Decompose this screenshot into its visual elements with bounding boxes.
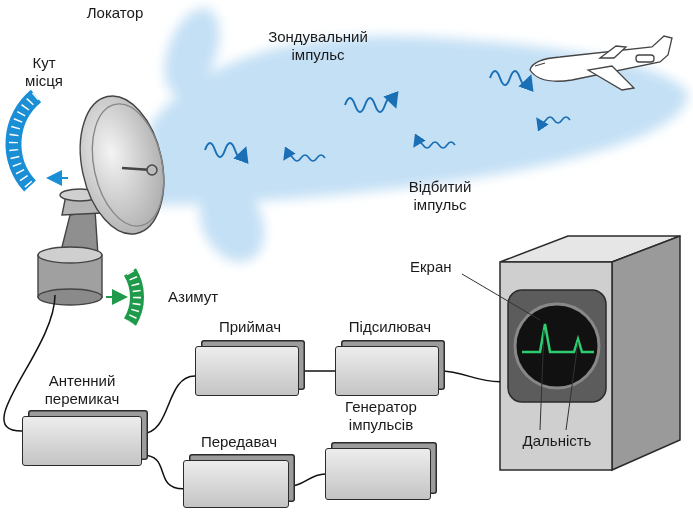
transmitter-box-label: Передавач (183, 433, 295, 451)
receiver-box-body (195, 346, 299, 396)
amplifier-box: Підсилювач (335, 318, 445, 398)
signal-wire (142, 455, 183, 489)
signal-wire (439, 371, 500, 382)
probe-pulse-waves (205, 71, 530, 157)
amplifier-box-body (335, 346, 439, 396)
elevation-gauge (13, 96, 68, 186)
transmitter-box: Передавач (183, 433, 295, 511)
radar-antenna (38, 88, 176, 305)
airplane (530, 36, 672, 90)
pulse-generator-box: Генератор імпульсів (325, 398, 437, 506)
display-screen-label: Екран (410, 258, 490, 276)
transmitter-box-body (183, 460, 289, 508)
antenna-switch-box-body (22, 416, 142, 466)
receiver-box-label: Приймач (195, 318, 305, 336)
pulse-generator-box-label: Генератор імпульсів (325, 398, 437, 434)
amplifier-box-label: Підсилювач (335, 318, 445, 336)
signal-wire (289, 474, 325, 486)
antenna-switch-box: Антенний перемикач (22, 372, 142, 468)
receiver-box: Приймач (195, 318, 305, 398)
reflected-pulse-waves (285, 117, 570, 161)
range-label: Дальність (512, 432, 602, 450)
antenna-switch-box-label: Антенний перемикач (22, 372, 142, 408)
radar-beam (150, 1, 688, 273)
azimuth-gauge (106, 272, 137, 322)
display-unit (500, 236, 680, 470)
elevation-label: Кут місця (14, 54, 74, 90)
locator-antenna: Локатор (40, 0, 190, 295)
leader-lines (462, 274, 578, 430)
locator-antenna-label: Локатор (40, 4, 190, 22)
azimuth-label: Азимут (168, 288, 248, 306)
reflected-pulse-label: Відбитий імпульс (390, 178, 490, 214)
probe-pulse-label: Зондувальний імпульс (248, 28, 388, 64)
signal-wire (299, 370, 335, 372)
pulse-generator-box-body (325, 448, 431, 500)
signal-wire (4, 295, 55, 431)
signal-wire (142, 376, 195, 434)
